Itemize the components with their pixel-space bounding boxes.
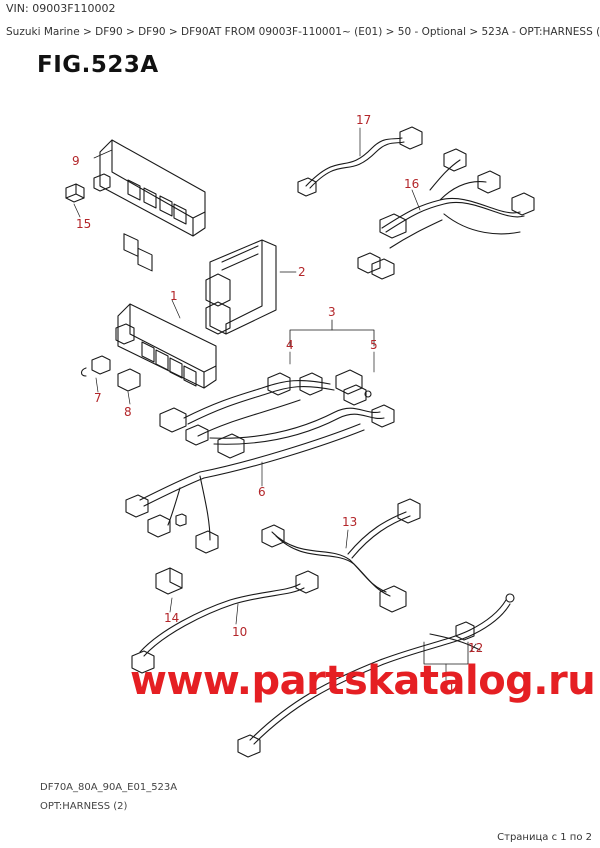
watermark-text: www.partskatalog.ru xyxy=(130,658,596,704)
callout-2[interactable]: 2 xyxy=(298,265,306,279)
callout-10[interactable]: 10 xyxy=(232,625,247,639)
callout-3[interactable]: 3 xyxy=(328,305,336,319)
part-10-harness xyxy=(131,570,319,674)
callout-9[interactable]: 9 xyxy=(72,154,80,168)
callout-12[interactable]: 12 xyxy=(468,641,483,655)
callout-16[interactable]: 16 xyxy=(404,177,419,191)
callout-17[interactable]: 17 xyxy=(356,113,371,127)
callout-6[interactable]: 6 xyxy=(258,485,266,499)
part-12-11-harness xyxy=(237,593,515,758)
callout-14[interactable]: 14 xyxy=(164,611,179,625)
part-16-harness xyxy=(357,148,535,280)
part-14-connector xyxy=(155,567,183,613)
part-8-connector xyxy=(117,368,141,405)
callout-11[interactable]: 11 xyxy=(440,681,455,695)
vin-label: VIN: 09003F110002 xyxy=(6,2,116,15)
part-9-relay-bracket xyxy=(93,139,206,272)
part-6-harness xyxy=(125,380,395,554)
part-2-ecu xyxy=(205,239,297,335)
callout-13[interactable]: 13 xyxy=(342,515,357,529)
callout-8[interactable]: 8 xyxy=(124,405,132,419)
part-7-fuse xyxy=(80,355,111,393)
part-15-connector xyxy=(65,183,85,203)
callout-labels: 17 9 16 15 2 1 3 4 5 7 8 6 13 14 10 12 1… xyxy=(72,113,483,695)
callout-7[interactable]: 7 xyxy=(94,391,102,405)
footer-model-code: DF70A_80A_90A_E01_523A xyxy=(40,782,178,793)
callout-15[interactable]: 15 xyxy=(76,217,91,231)
callout-4[interactable]: 4 xyxy=(286,338,294,352)
breadcrumb[interactable]: Suzuki Marine > DF90 > DF90 > DF90AT FRO… xyxy=(6,26,600,38)
callout-1[interactable]: 1 xyxy=(170,289,178,303)
part-1-relay-bracket xyxy=(115,299,217,389)
part-17-harness xyxy=(297,126,423,197)
footer-figure-name: OPT:HARNESS (2) xyxy=(40,801,128,812)
part-13-harness xyxy=(261,498,421,613)
callout-5[interactable]: 5 xyxy=(370,338,378,352)
figure-title: FIG.523A xyxy=(37,52,159,78)
pagination[interactable]: Страница с 1 по 2 xyxy=(497,832,592,843)
